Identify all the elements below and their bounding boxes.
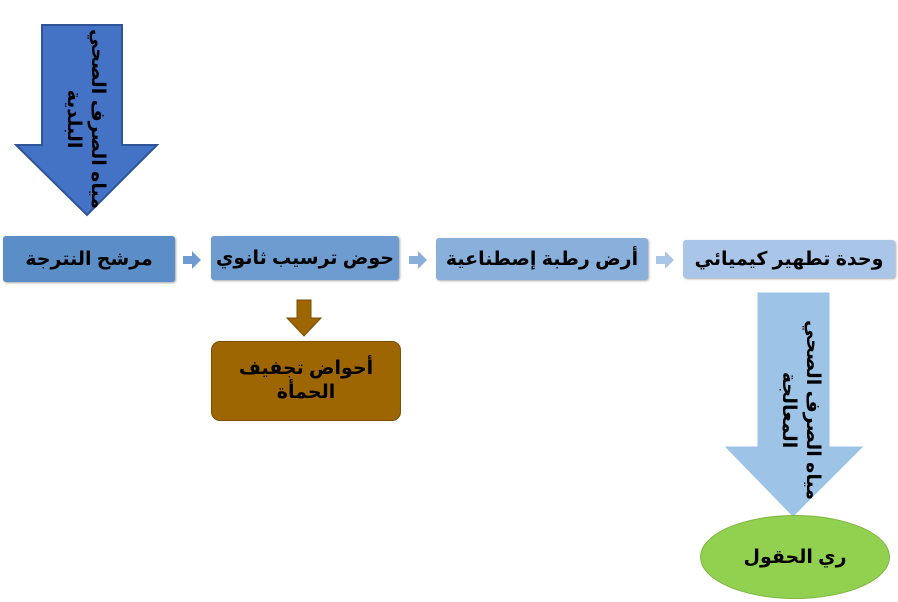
process-step-label: أرض رطبة إصطناعية	[445, 248, 639, 270]
connector-arrow-2	[409, 251, 427, 269]
treated-outflow-down-arrow	[724, 292, 864, 517]
process-step-chemical-disinfection: وحدة تطهير كيميائي	[683, 240, 895, 278]
treated-outflow-label: مياه الصرف الصحي المعالجة	[776, 310, 824, 510]
connector-arrow-1	[183, 251, 201, 269]
field-irrigation-label: ري الحقول	[743, 546, 847, 568]
process-step-secondary-clarifier: حوض ترسيب ثانوي	[211, 236, 399, 280]
sludge-drying-beds-box: أحواض تجفيف الحمأة	[211, 341, 401, 421]
inflow-arrow-text: مياه الصرف الصحي البلدية	[63, 29, 108, 209]
connector-arrow-3	[656, 251, 674, 269]
process-step-label: مرشح النترجة	[25, 248, 153, 270]
sludge-drying-beds-label: أحواض تجفيف الحمأة	[238, 358, 374, 403]
process-step-label: وحدة تطهير كيميائي	[694, 248, 884, 270]
process-step-constructed-wetland: أرض رطبة إصطناعية	[436, 238, 648, 280]
inflow-down-arrow	[13, 24, 160, 217]
field-irrigation-ellipse: ري الحقول	[700, 515, 890, 599]
sludge-down-arrow	[285, 299, 323, 337]
process-step-nitrification-filter: مرشح النترجة	[3, 236, 175, 282]
inflow-arrow-label: مياه الصرف الصحي البلدية	[60, 29, 110, 209]
process-step-label: حوض ترسيب ثانوي	[216, 247, 394, 269]
treated-outflow-text: مياه الصرف الصحي المعالجة	[778, 320, 823, 500]
